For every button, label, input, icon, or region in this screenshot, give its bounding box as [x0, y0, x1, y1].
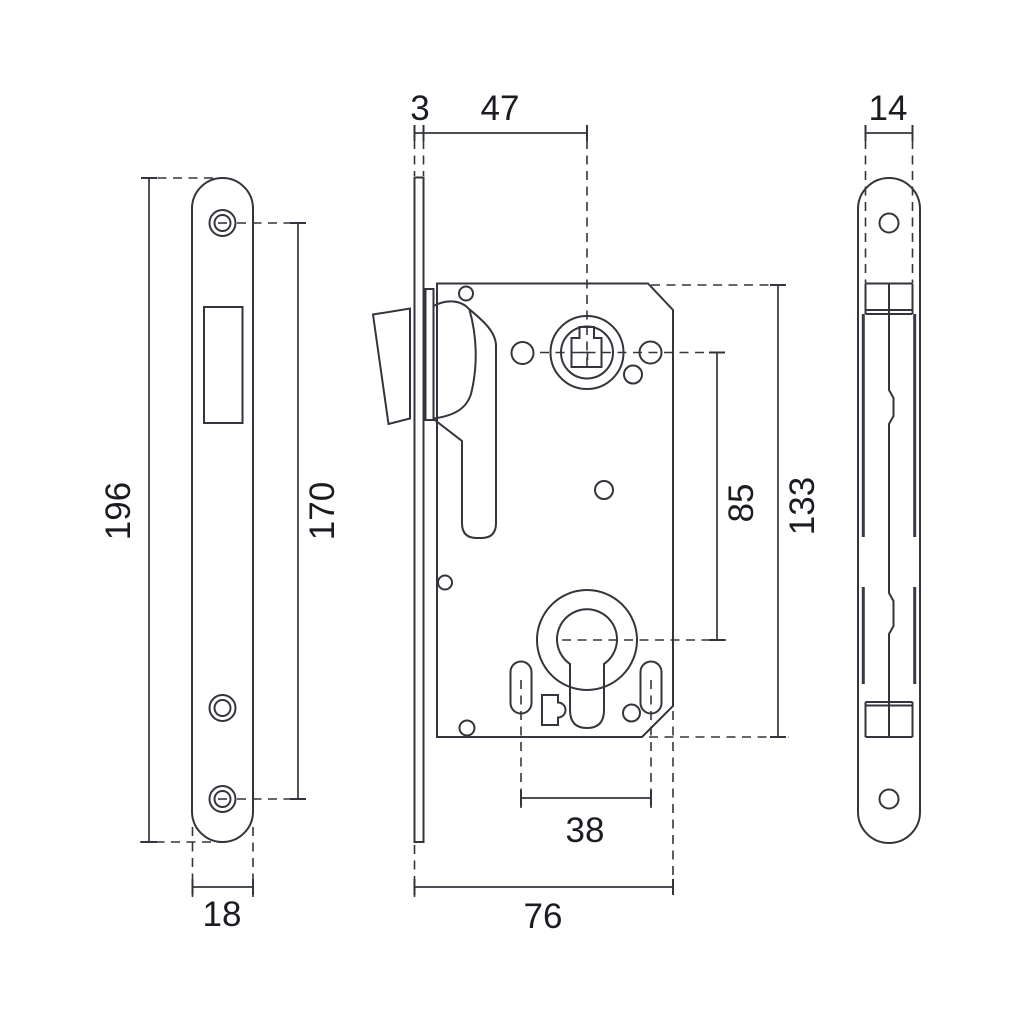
- dim-label-133: 133: [783, 477, 822, 535]
- dim-label-3: 3: [410, 89, 429, 128]
- side-view-dimensions: 3 47 85 133 38 76: [410, 89, 822, 936]
- latch-lever: [432, 300, 497, 539]
- dim-label-47: 47: [481, 89, 520, 128]
- edge-view: [857, 177, 921, 844]
- screw-hole-middle-outer: [208, 694, 237, 722]
- screw-hole-middle-inner: [213, 699, 232, 717]
- screw-hole-top-outer: [208, 209, 237, 237]
- cylinder-profile-hole: [556, 608, 618, 730]
- faceplate-outline: [191, 177, 254, 843]
- rivet-mid-left: [437, 574, 453, 591]
- dim-label-38: 38: [566, 811, 605, 850]
- front-view-dimensions: 196 170 18: [99, 177, 342, 934]
- side-view-centerlines: [413, 140, 789, 897]
- rivet-below-hub: [623, 364, 643, 385]
- dim-label-170: 170: [303, 482, 342, 540]
- dim-label-14: 14: [869, 89, 908, 128]
- latch-shaft: [424, 288, 435, 421]
- latch-bolt-head: [371, 307, 411, 426]
- rivet-top-left: [458, 285, 474, 302]
- dim-label-85: 85: [722, 484, 761, 523]
- dim-label-196: 196: [99, 482, 138, 540]
- rivet-bottom-right: [622, 703, 641, 723]
- lock-case-outline: [436, 282, 674, 738]
- screw-hole-bottom-inner: [213, 790, 232, 808]
- front-view-faceplate: [191, 177, 254, 843]
- rivet-left-of-hub: [510, 341, 535, 365]
- cylinder-boss: [536, 589, 638, 691]
- faceplate-edge-strip: [413, 176, 425, 843]
- latch-lever-inner-curve: [433, 309, 477, 420]
- edge-screw-hole-top: [878, 212, 900, 234]
- screw-hole-top-inner: [213, 214, 232, 232]
- side-view-lock-body: [371, 176, 674, 843]
- edge-screw-hole-bottom: [878, 788, 900, 810]
- edge-plate-outline: [857, 177, 921, 844]
- screw-hole-bottom-outer: [208, 785, 237, 813]
- edge-view-dimensions: 14: [864, 89, 914, 283]
- latch-cutout: [203, 306, 244, 424]
- dim-label-18: 18: [203, 895, 242, 934]
- bracket-notch: [541, 694, 567, 726]
- edge-center-split-line: [888, 283, 895, 737]
- dim-label-76: 76: [524, 897, 563, 936]
- rivet-bottom-left: [458, 719, 476, 737]
- rivet-center: [594, 480, 614, 500]
